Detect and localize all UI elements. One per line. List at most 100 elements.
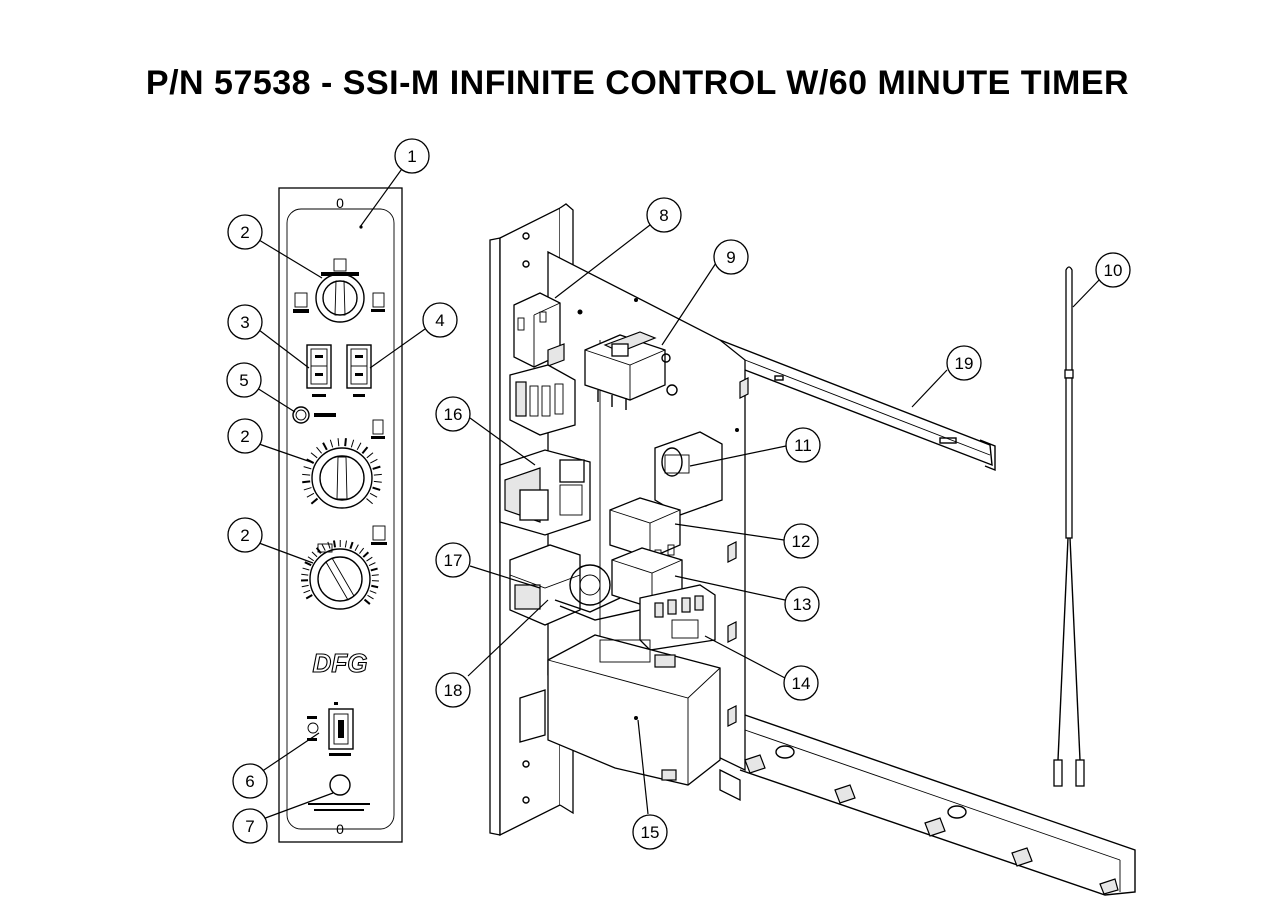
callout-label: 2 xyxy=(240,427,249,446)
dial-tick xyxy=(354,544,359,552)
callout-label: 14 xyxy=(792,674,811,693)
callout-4: 4 xyxy=(422,302,458,338)
power-switch xyxy=(306,344,332,397)
dial-tick xyxy=(302,480,311,484)
fan-switch xyxy=(346,344,372,397)
dial-tick xyxy=(362,551,370,558)
transformer xyxy=(584,331,678,410)
dial-tick xyxy=(356,442,362,451)
dial-tick xyxy=(363,598,371,605)
callout-label: 12 xyxy=(792,532,811,551)
callout-14: 14 xyxy=(783,665,819,701)
callout-label: 6 xyxy=(245,772,254,791)
callout-3: 3 xyxy=(227,304,263,340)
dial-tick xyxy=(322,442,328,451)
panel-top-mark: 0 xyxy=(336,195,344,211)
dial-tick xyxy=(332,540,337,548)
callout-label: 19 xyxy=(955,354,974,373)
control-panel: 0 0 xyxy=(278,187,403,843)
dial-tick xyxy=(369,590,377,594)
bottom-rail xyxy=(739,714,1136,896)
callout-13: 13 xyxy=(784,586,820,622)
callout-label: 17 xyxy=(444,551,463,570)
callout-label: 16 xyxy=(444,405,463,424)
brand-logo: DFG xyxy=(313,648,368,678)
thermostat-knob xyxy=(302,419,385,509)
dial-tick xyxy=(344,438,347,447)
terminal-strip xyxy=(509,364,576,436)
callout-label: 11 xyxy=(794,436,812,455)
diagram-title: P/N 57538 - SSI-M INFINITE CONTROL W/60 … xyxy=(145,64,1130,102)
dial-tick xyxy=(369,492,378,498)
callout-label: 4 xyxy=(435,311,444,330)
dial-tick xyxy=(310,452,318,459)
callout-label: 1 xyxy=(407,147,416,166)
terminal-block xyxy=(513,292,565,368)
dial-tick xyxy=(361,446,369,454)
terminal-connectors xyxy=(639,584,716,651)
callout-16: 16 xyxy=(435,396,471,432)
callout-19: 19 xyxy=(946,345,982,381)
dial-tick xyxy=(373,473,382,476)
dial-tick xyxy=(372,465,381,470)
callout-label: 10 xyxy=(1104,261,1123,280)
callout-label: 8 xyxy=(659,206,668,225)
indicator-light xyxy=(292,406,336,424)
dial-tick xyxy=(373,480,382,483)
callout-label: 7 xyxy=(245,817,254,836)
callout-2-timer: 2 xyxy=(227,517,263,553)
callout-11: 11 xyxy=(785,427,821,463)
dial-tick xyxy=(366,556,373,562)
callout-label: 13 xyxy=(793,595,812,614)
dial-tick xyxy=(359,547,365,554)
dial-tick xyxy=(310,497,319,505)
callout-label: 15 xyxy=(641,823,660,842)
dial-tick xyxy=(303,589,311,594)
dial-tick xyxy=(305,594,313,600)
callout-label: 2 xyxy=(240,223,249,242)
callout-12: 12 xyxy=(783,523,819,559)
dial-tick xyxy=(302,567,310,571)
dial-tick xyxy=(306,492,315,498)
dial-tick xyxy=(303,466,312,470)
gas-switch xyxy=(307,702,354,756)
callout-label: 3 xyxy=(240,313,249,332)
leader-lines xyxy=(256,165,1102,821)
callout-8: 8 xyxy=(646,197,682,233)
dial-tick xyxy=(368,562,376,567)
dial-tick xyxy=(304,561,312,567)
callout-label: 2 xyxy=(240,526,249,545)
dial-tick xyxy=(337,438,340,447)
dial-tick xyxy=(367,594,374,600)
dial-tick xyxy=(370,567,378,572)
dial-tick xyxy=(303,487,312,491)
timer-motor xyxy=(509,544,641,626)
temperature-probe xyxy=(1053,266,1085,787)
dial-tick xyxy=(350,439,355,448)
dial-tick xyxy=(371,584,379,589)
dial-tick xyxy=(315,547,322,554)
callout-6: 6 xyxy=(232,763,268,799)
reset-button xyxy=(308,774,370,811)
top-rail xyxy=(719,339,996,472)
dial-tick xyxy=(311,551,318,558)
dial-tick xyxy=(301,573,309,576)
timer-knob xyxy=(300,525,387,610)
callout-9: 9 xyxy=(713,239,749,275)
callout-15: 15 xyxy=(632,814,668,850)
sensor-bracket xyxy=(654,431,723,516)
callout-label: 5 xyxy=(239,371,248,390)
callout-5: 5 xyxy=(226,362,262,398)
dial-tick xyxy=(370,458,378,464)
dial-tick xyxy=(327,541,331,549)
dial-tick xyxy=(349,541,354,550)
dial-tick xyxy=(329,439,334,448)
dial-tick xyxy=(321,544,326,551)
callout-17: 17 xyxy=(435,542,471,578)
relay-module xyxy=(499,449,591,536)
ignition-module xyxy=(519,634,741,802)
dial-tick xyxy=(344,540,348,548)
dial-tick xyxy=(366,498,373,505)
dial-tick xyxy=(316,446,323,454)
